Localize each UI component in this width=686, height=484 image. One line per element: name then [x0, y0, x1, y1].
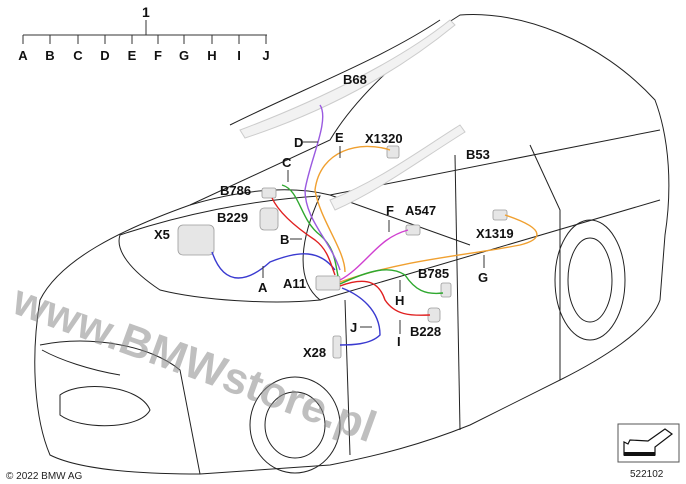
callout-G: G — [478, 270, 488, 285]
callout-F: F — [386, 203, 394, 218]
callout-C: C — [282, 155, 292, 170]
callout-A547: A547 — [405, 203, 436, 218]
callout-B229: B229 — [217, 210, 248, 225]
tree-label-F: F — [154, 48, 162, 63]
callout-B68: B68 — [343, 72, 367, 87]
wire-harness — [211, 104, 538, 346]
tree-label-G: G — [179, 48, 189, 63]
callout-B785: B785 — [418, 266, 449, 281]
assembly-label: 1 — [142, 4, 150, 20]
components — [177, 145, 508, 359]
callout-J: J — [350, 320, 357, 335]
diagram-number: 522102 — [630, 469, 664, 480]
tree-label-H: H — [207, 48, 216, 63]
tree-label-I: I — [237, 48, 241, 63]
callout-A11: A11 — [283, 276, 306, 291]
copyright: © 2022 BMW AG — [6, 471, 83, 482]
callout-H: H — [395, 293, 404, 308]
assembly-tree: 1 A B C D E F G H I J — [18, 4, 269, 63]
callout-I: I — [397, 334, 401, 349]
callout-B53: B53 — [466, 147, 490, 162]
callout-X28: X28 — [303, 345, 326, 360]
tree-label-D: D — [100, 48, 109, 63]
tree-label-E: E — [128, 48, 137, 63]
callout-labels: B68 D E X1320 B53 C B786 F A547 B229 X5 … — [154, 72, 514, 360]
callout-A: A — [258, 280, 268, 295]
callout-X1319: X1319 — [476, 226, 514, 241]
tree-label-J: J — [262, 48, 269, 63]
view-direction-icon — [617, 423, 680, 463]
callout-D: D — [294, 135, 303, 150]
callout-X1320: X1320 — [365, 131, 403, 146]
callout-B228: B228 — [410, 324, 441, 339]
callout-X5: X5 — [154, 227, 170, 242]
watermark: www.BMWstore.pl — [6, 275, 383, 452]
callout-E: E — [335, 130, 344, 145]
tree-label-B: B — [45, 48, 54, 63]
tree-label-A: A — [18, 48, 28, 63]
tree-label-C: C — [73, 48, 83, 63]
callout-B: B — [280, 232, 289, 247]
callout-B786: B786 — [220, 183, 251, 198]
